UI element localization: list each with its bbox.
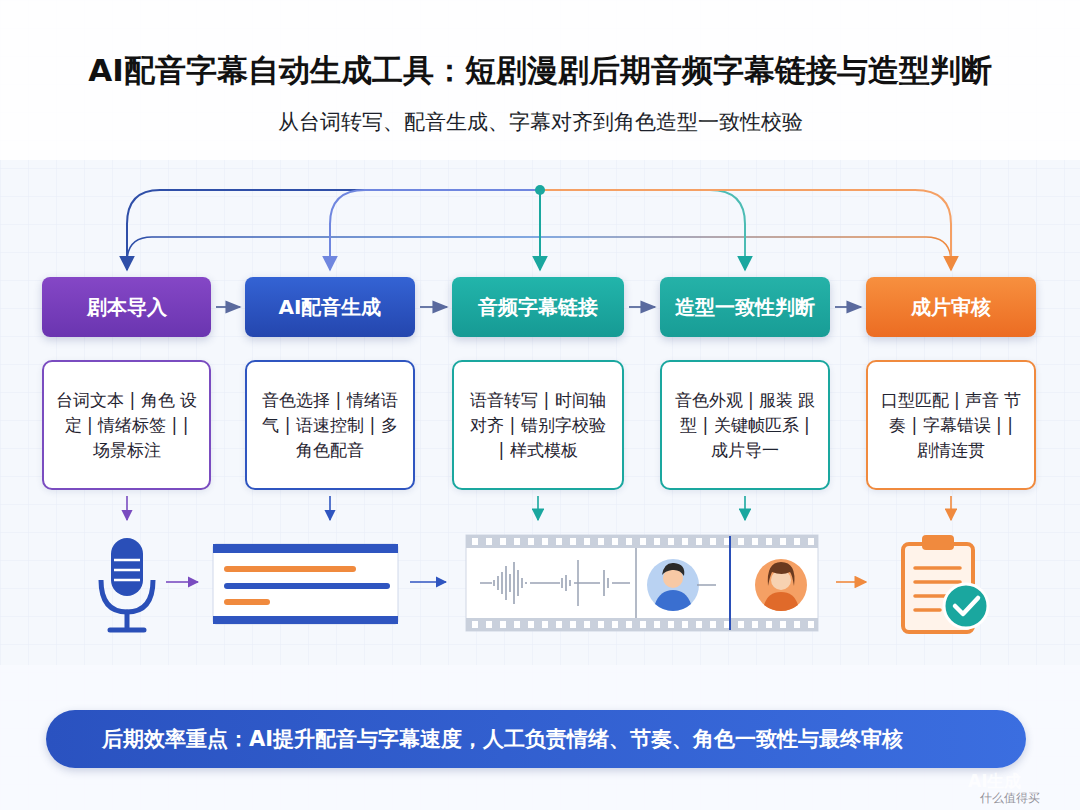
film-perforation: [472, 538, 814, 545]
step-header: 音频字幕链接: [452, 277, 624, 337]
node-text: 成片审核: [911, 294, 991, 321]
frame-divider: [577, 560, 579, 606]
timeline-track: [224, 599, 270, 605]
timeline-bottombar: [213, 616, 398, 624]
audio-waveform: [480, 562, 630, 604]
avatar-body: [655, 590, 691, 611]
step-detail-box: 台词文本 | 角色 设定 | 情绪标签 | | 场景标注: [42, 360, 211, 490]
film-frame: [466, 535, 818, 631]
diagram-title: AI配音字幕自动生成工具：短剧漫剧后期音频字幕链接与造型判断: [0, 50, 1080, 92]
node-text: 音频字幕链接: [478, 294, 598, 321]
flow-arrow: [410, 581, 446, 583]
timeline-track: [224, 583, 390, 589]
step-header: 造型一致性判断: [660, 277, 830, 337]
timeline-panel: [213, 544, 398, 624]
mic-stand: [110, 612, 144, 630]
watermark: AI生成: [968, 770, 1068, 793]
playhead: [729, 536, 731, 630]
step-detail-box: 语音转写 | 时间轴 对齐 | 错别字校验 | 样式模板: [452, 360, 624, 490]
film-perforation-band: [466, 618, 818, 631]
timeline-track: [224, 566, 356, 572]
node-text: 台词文本 | 角色 设定 | 情绪标签 | | 场景标注: [56, 388, 197, 463]
node-text: 语音转写 | 时间轴 对齐 | 错别字校验 | 样式模板: [466, 388, 610, 463]
film-perforation: [472, 621, 814, 628]
mic-grille: [114, 560, 140, 580]
clipboard-icon: [903, 535, 988, 632]
node-text: 后期效率重点：AI提升配音与字幕速度，人工负责情绪、节奏、角色一致性与最终审核: [102, 725, 903, 753]
flow-connector: [216, 306, 240, 308]
flow-arrow: [166, 581, 198, 583]
node-text: 造型一致性判断: [675, 294, 815, 321]
down-arrow: [744, 496, 746, 520]
step-detail-box: 口型匹配 | 声音 节奏 | 字幕错误 | | 剧情连贯: [866, 360, 1036, 490]
watermark: 什么值得买: [980, 790, 1080, 807]
down-arrow: [537, 496, 539, 520]
film-perforation-band: [466, 535, 818, 548]
flow-connector: [629, 306, 655, 308]
avatar-hair: [768, 562, 795, 586]
node-text: AI配音生成: [279, 294, 382, 321]
avatar-hair: [662, 563, 684, 576]
avatar-body: [764, 592, 798, 611]
check-mark: [955, 598, 978, 614]
timeline-icon: [213, 544, 398, 624]
junction-dot: [535, 185, 545, 195]
down-arrow: [126, 496, 128, 520]
bus-line: [330, 190, 540, 270]
flow-connector: [835, 306, 861, 308]
node-text: 音色选择 | 情绪语 气 | 语速控制 | 多角色配音: [259, 388, 401, 463]
step-header: 成片审核: [866, 277, 1036, 337]
character-avatar: [647, 559, 699, 611]
film-strip-icon: [466, 535, 818, 631]
mic-holder: [101, 580, 153, 612]
character-avatar: [755, 559, 807, 611]
down-arrows: [127, 496, 951, 520]
microphone-icon: [101, 538, 153, 630]
step-header: 剧本导入: [42, 277, 211, 337]
distribution-lines: [127, 185, 951, 270]
frame-divider: [635, 548, 637, 618]
bus-line: [127, 190, 540, 270]
header-band: [0, 0, 1080, 160]
timeline-topbar: [213, 544, 398, 553]
subtitle: 从台词转写、配音生成、字幕对齐到角色造型一致性校验: [0, 108, 1080, 136]
step-detail-box: 音色外观 | 服装 跟型 | 关键帧匹系 | 成片导一: [660, 360, 830, 490]
down-arrow: [329, 496, 331, 520]
step-detail-box: 音色选择 | 情绪语 气 | 语速控制 | 多角色配音: [245, 360, 415, 490]
footer-band: [0, 665, 1080, 810]
node-text: 音色外观 | 服装 跟型 | 关键帧匹系 | 成片导一: [674, 388, 816, 463]
bus-line: [539, 190, 541, 270]
clipboard-clip: [922, 535, 954, 550]
frame-link: [697, 584, 716, 586]
node-text: 剧本导入: [87, 294, 167, 321]
node-text: 口型匹配 | 声音 节奏 | 字幕错误 | | 剧情连贯: [880, 388, 1022, 463]
bus-line: [540, 190, 951, 270]
down-arrow: [950, 496, 952, 520]
step-header: AI配音生成: [245, 277, 415, 337]
flow-connector: [420, 306, 447, 308]
check-badge: [944, 584, 988, 628]
mic-capsule: [111, 538, 143, 596]
summary-banner: 后期效率重点：AI提升配音与字幕速度，人工负责情绪、节奏、角色一致性与最终审核: [46, 710, 1026, 768]
flow-arrow: [836, 581, 866, 583]
bus-line: [540, 190, 745, 270]
